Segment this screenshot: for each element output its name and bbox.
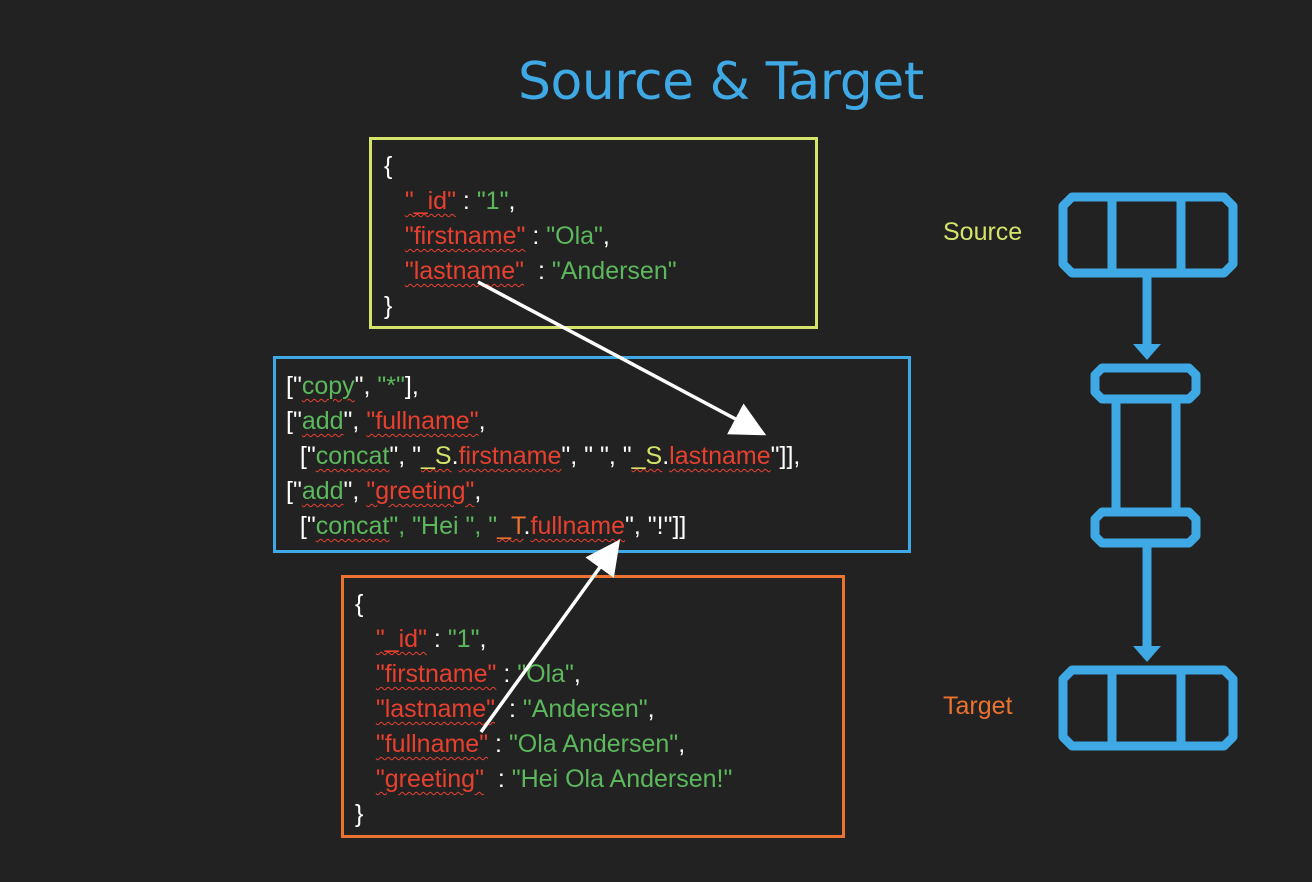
json-tail: , — [678, 730, 686, 758]
json-separator: : — [524, 257, 552, 285]
op-name: add — [301, 407, 344, 435]
json-key: "_id" — [375, 625, 427, 653]
op-text: "]], — [770, 442, 801, 470]
json-value: "Ola Andersen" — [508, 730, 679, 758]
op-text: [" — [286, 477, 302, 505]
json-key: "lastname" — [375, 695, 496, 723]
op-arg: "*" — [377, 372, 405, 400]
op-text: [" — [286, 407, 302, 435]
page-title: Source & Target — [518, 52, 924, 112]
json-separator: : — [496, 660, 518, 688]
json-value: "Ola" — [546, 222, 603, 250]
json-value: "1" — [447, 625, 480, 653]
json-row: "greeting" : "Hei Ola Andersen!" — [355, 762, 831, 797]
op-line-concat-fullname: ["concat", "_S.firstname", " ", "_S.last… — [286, 439, 898, 474]
json-row: "lastname" : "Andersen", — [355, 692, 831, 727]
json-row: "firstname" : "Ola", — [384, 219, 803, 254]
json-value: "Ola" — [517, 660, 574, 688]
op-field: fullname — [530, 512, 626, 540]
op-name: concat — [315, 442, 390, 470]
json-row: "_id" : "1", — [355, 622, 831, 657]
op-name: copy — [301, 372, 355, 400]
op-field: "fullname" — [366, 407, 479, 435]
json-key: "fullname" — [375, 730, 489, 758]
pipeline-arrow-icon — [1133, 543, 1161, 662]
json-separator: : — [426, 625, 448, 653]
json-tail: , — [573, 660, 581, 688]
op-text: [" — [286, 512, 316, 540]
target-table-icon — [1058, 665, 1238, 751]
op-text: ", — [343, 477, 367, 505]
transform-spool-icon — [1090, 363, 1201, 548]
json-row: "lastname" : "Andersen" — [384, 254, 803, 289]
close-brace: } — [384, 292, 393, 320]
json-separator: : — [455, 187, 477, 215]
op-text: . — [662, 442, 670, 470]
close-brace: } — [355, 800, 364, 828]
op-arg: ", "Hei ", " — [389, 512, 498, 540]
source-json-box: { "_id" : "1", "firstname" : "Ola", "las… — [369, 137, 818, 329]
source-label: Source — [943, 218, 1023, 246]
op-line-add-greeting: ["add", "greeting", — [286, 474, 898, 509]
json-row: "firstname" : "Ola", — [355, 657, 831, 692]
json-value: "Andersen" — [522, 695, 648, 723]
json-tail: , — [647, 695, 655, 723]
op-line-add-fullname: ["add", "fullname", — [286, 404, 898, 439]
json-separator: : — [495, 695, 523, 723]
target-prefix: _T — [497, 512, 524, 540]
json-row: "fullname" : "Ola Andersen", — [355, 727, 831, 762]
op-field: "greeting" — [366, 477, 475, 505]
op-text: ", — [354, 372, 378, 400]
lastname-reference-arrow — [477, 280, 767, 436]
op-field: firstname — [458, 442, 562, 470]
json-value: "1" — [476, 187, 509, 215]
op-text: . — [451, 442, 459, 470]
json-row: "_id" : "1", — [384, 184, 803, 219]
json-key: "firstname" — [375, 660, 497, 688]
op-text: [" — [286, 372, 302, 400]
json-tail: , — [508, 187, 516, 215]
json-key: "lastname" — [404, 257, 525, 285]
op-text: ", " — [389, 442, 422, 470]
op-name: concat — [315, 512, 390, 540]
source-table-icon — [1058, 192, 1238, 278]
open-brace: { — [384, 152, 393, 180]
op-text: [" — [286, 442, 316, 470]
op-text: ", — [343, 407, 367, 435]
json-key: "_id" — [404, 187, 456, 215]
op-text: . — [523, 512, 531, 540]
op-text: ", " ", " — [561, 442, 632, 470]
json-separator: : — [483, 765, 512, 793]
pipeline-arrow-icon — [1133, 273, 1161, 360]
source-prefix: _S — [421, 442, 452, 470]
op-field: lastname — [669, 442, 771, 470]
source-prefix: _S — [631, 442, 663, 470]
json-separator: : — [525, 222, 547, 250]
op-text: , — [478, 407, 486, 435]
json-tail: , — [602, 222, 610, 250]
json-value: "Andersen" — [551, 257, 677, 285]
target-label: Target — [943, 692, 1013, 720]
op-text: ], — [404, 372, 419, 400]
op-line-copy: ["copy", "*"], — [286, 369, 898, 404]
json-tail: , — [479, 625, 487, 653]
json-key: "greeting" — [375, 765, 484, 793]
op-line-concat-greeting: ["concat", "Hei ", "_T.fullname", "!"]] — [286, 509, 898, 544]
json-value: "Hei Ola Andersen!" — [511, 765, 733, 793]
op-name: add — [301, 477, 344, 505]
op-text: ", "!"]] — [625, 512, 687, 540]
json-key: "firstname" — [404, 222, 526, 250]
op-text: , — [474, 477, 482, 505]
target-json-box: { "_id" : "1", "firstname" : "Ola", "las… — [341, 575, 845, 838]
json-separator: : — [488, 730, 509, 758]
fullname-reference-arrow — [479, 539, 621, 734]
operations-box: ["copy", "*"], ["add", "fullname", ["con… — [273, 356, 911, 553]
open-brace: { — [355, 590, 364, 618]
